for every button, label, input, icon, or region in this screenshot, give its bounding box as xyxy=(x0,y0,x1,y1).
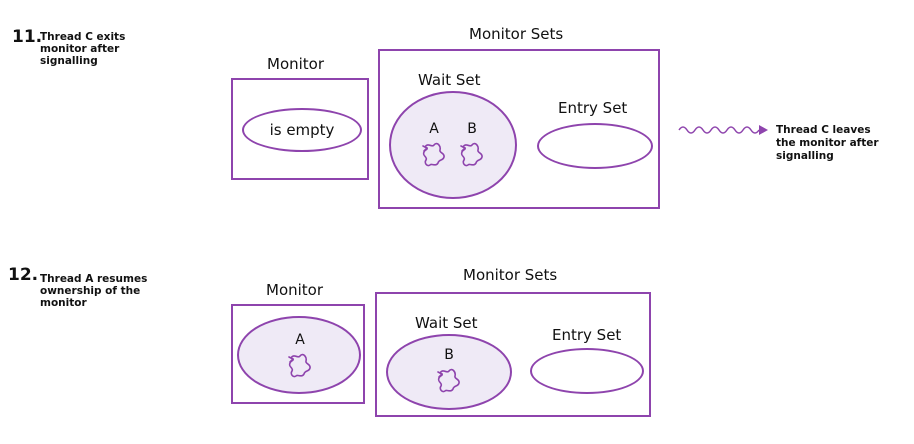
monitor-ellipse: is empty xyxy=(242,108,362,152)
squiggly-thread-icon xyxy=(285,350,315,380)
squiggly-thread-icon xyxy=(434,365,464,395)
wavy-arrow-icon xyxy=(678,125,768,135)
monitor-title: Monitor xyxy=(267,55,325,73)
monitor-sets-box: Wait Set A B Entry Set xyxy=(378,49,660,209)
thread-b: B xyxy=(456,121,488,169)
entry-set-ellipse xyxy=(537,123,653,169)
wait-set-title: Wait Set xyxy=(418,71,481,89)
monitor-box: A xyxy=(231,304,365,404)
thread-b: B xyxy=(433,347,465,395)
step-11: 11. Thread C exits monitor after signall… xyxy=(12,25,879,209)
entry-set-title: Entry Set xyxy=(552,326,622,344)
wait-set-title: Wait Set xyxy=(415,314,478,332)
thread-label: B xyxy=(444,347,454,363)
exit-note: Thread C leaves the monitor after signal… xyxy=(776,124,879,162)
monitor-title: Monitor xyxy=(266,281,324,299)
thread-a: A xyxy=(284,332,316,380)
monitor-status: is empty xyxy=(269,121,335,139)
thread-label: A xyxy=(429,121,439,137)
wait-set-ellipse: A B xyxy=(389,91,517,199)
thread-label: B xyxy=(467,121,477,137)
step-number: 11. xyxy=(12,27,43,47)
thread-label: A xyxy=(295,332,305,348)
entry-set-title: Entry Set xyxy=(558,99,628,117)
thread-a: A xyxy=(418,121,450,169)
step-caption: Thread A resumes ownership of the monito… xyxy=(40,273,148,309)
monitor-box: is empty xyxy=(231,78,369,180)
entry-set-ellipse xyxy=(530,348,644,394)
monitor-sets-title: Monitor Sets xyxy=(463,266,558,284)
monitor-sets-title: Monitor Sets xyxy=(469,25,564,43)
monitor-sets-box: Wait Set B Entry Set xyxy=(375,292,651,417)
wait-set-ellipse: B xyxy=(386,334,512,410)
monitor-ellipse: A xyxy=(237,316,361,394)
step-caption: Thread C exits monitor after signalling xyxy=(40,31,126,67)
step-number: 12. xyxy=(8,265,39,285)
